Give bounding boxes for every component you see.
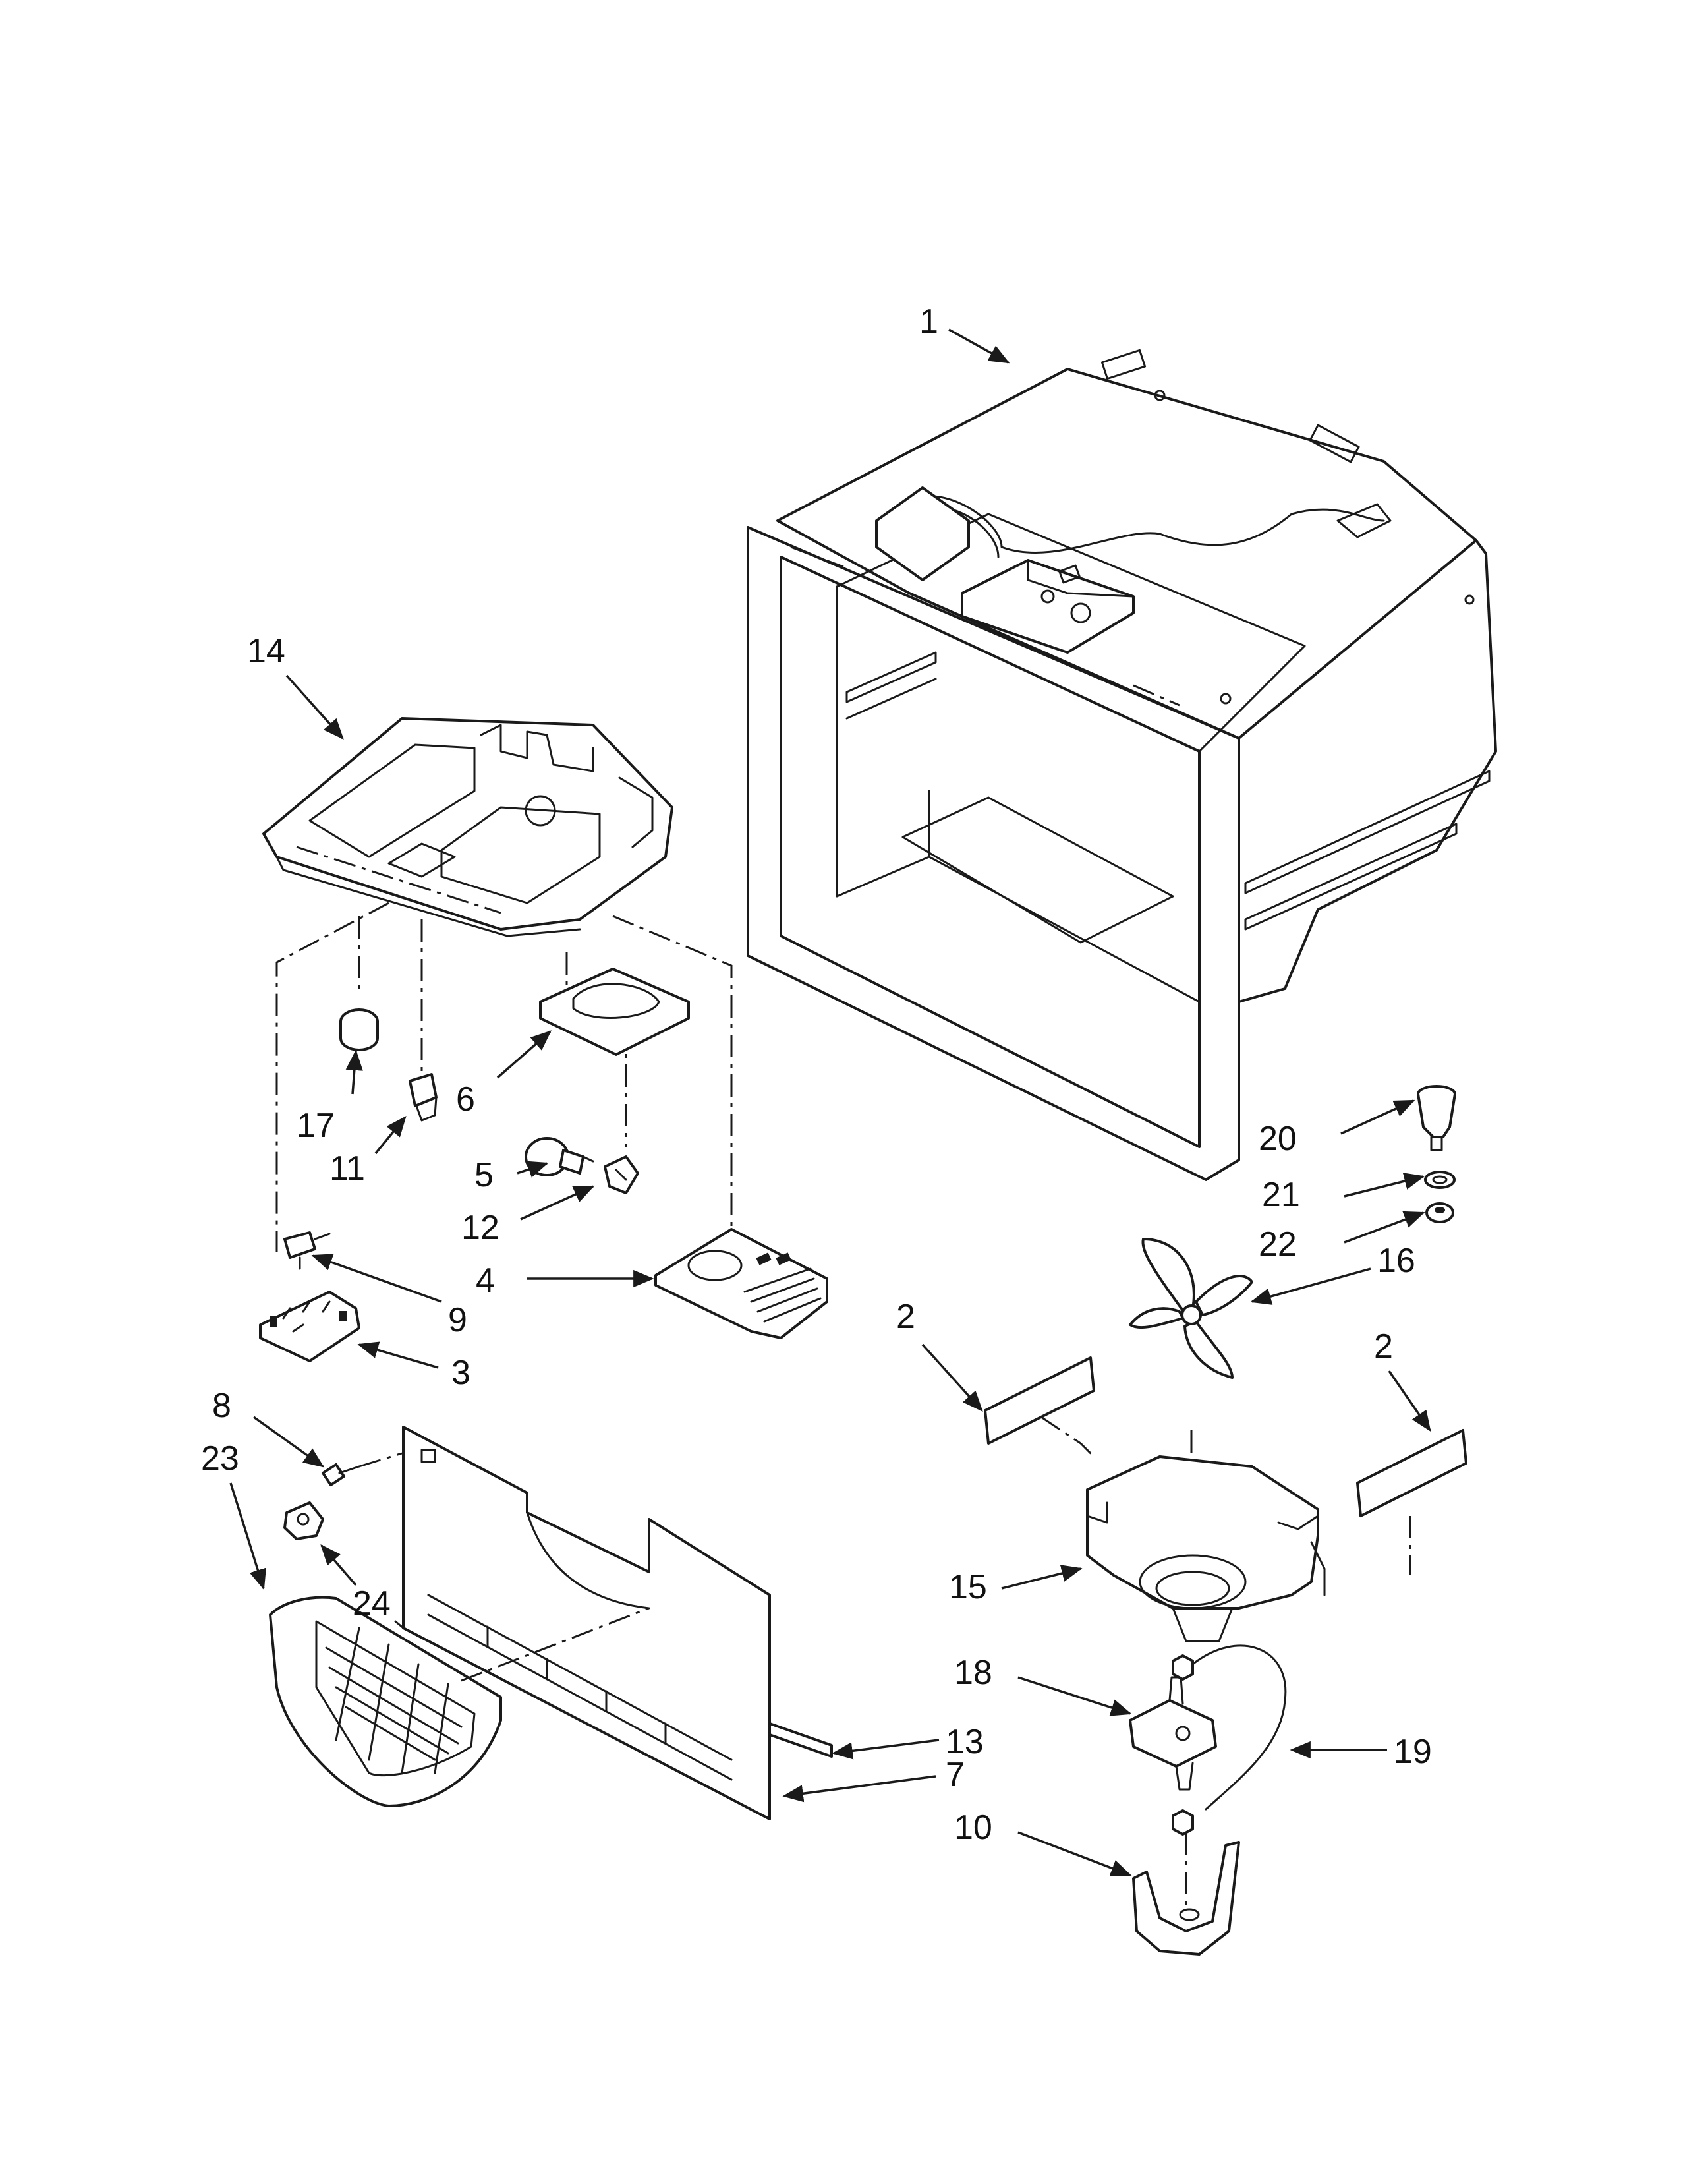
callout-21: 21 [1262,1176,1300,1214]
rear-panel-part-7 [394,1426,771,1820]
callout-14: 14 [247,632,285,670]
callout-10: 10 [954,1809,992,1847]
sensor-part-9 [283,1231,331,1270]
callout-20: 20 [1259,1120,1297,1158]
bracket-part-24 [283,1501,324,1540]
callout-24: 24 [353,1584,391,1623]
callout-5: 5 [474,1156,494,1194]
foam-pad-part-2-right [1356,1429,1467,1575]
freezer-liner-part [747,349,1497,1181]
light-cover-part-4 [654,1228,828,1339]
callout-16: 16 [1377,1242,1415,1280]
callout-13: 13 [946,1723,984,1761]
light-socket-part-12 [604,1155,639,1194]
callout-19: 19 [1394,1733,1432,1771]
callout-6: 6 [456,1080,475,1118]
gasket-strip-part-13 [768,1722,833,1758]
fan-nut-part-20 [1417,1085,1456,1151]
callout-15: 15 [949,1568,987,1606]
callout-7: 7 [946,1756,965,1794]
fan-motor-part-18 [1129,1654,1217,1836]
callout-2-right: 2 [1374,1327,1393,1366]
callout-17: 17 [297,1107,335,1145]
callout-12: 12 [461,1209,499,1247]
callout-3: 3 [451,1354,470,1392]
screw-part-8 [322,1452,403,1486]
callout-11: 11 [329,1149,365,1188]
callout-2-left: 2 [896,1298,915,1336]
callout-labels: 1 14 17 11 6 5 12 4 9 3 8 23 24 13 7 2 2… [201,303,1432,1847]
switch-part-11 [409,1073,438,1122]
light-bulb-part-5 [525,1137,594,1176]
callout-4: 4 [476,1262,495,1300]
grommet-part-17 [339,1008,379,1051]
callout-23: 23 [201,1439,239,1478]
light-shield-part-6 [539,968,690,1056]
motor-bracket-part-10 [1132,1841,1240,1956]
fan-shroud-part-15 [1086,1455,1326,1642]
callout-22: 22 [1259,1225,1297,1263]
assembly-line [612,915,733,1285]
control-board-part-3 [259,1290,360,1362]
callout-1: 1 [919,303,938,341]
fan-blade-part-16 [1129,1238,1253,1379]
control-housing-part [262,717,673,937]
vent-grille-part-23 [269,1596,502,1807]
foam-pad-part-2-left [984,1356,1095,1458]
motor-wire-part-19 [1191,1644,1287,1811]
callout-18: 18 [954,1654,992,1692]
fan-washer-part-21 [1424,1171,1456,1189]
fan-grommet-part-22 [1425,1202,1454,1223]
assembly-line [275,902,389,1252]
callout-9: 9 [448,1301,467,1339]
leader-lines [229,328,1431,1876]
callout-8: 8 [212,1387,231,1425]
